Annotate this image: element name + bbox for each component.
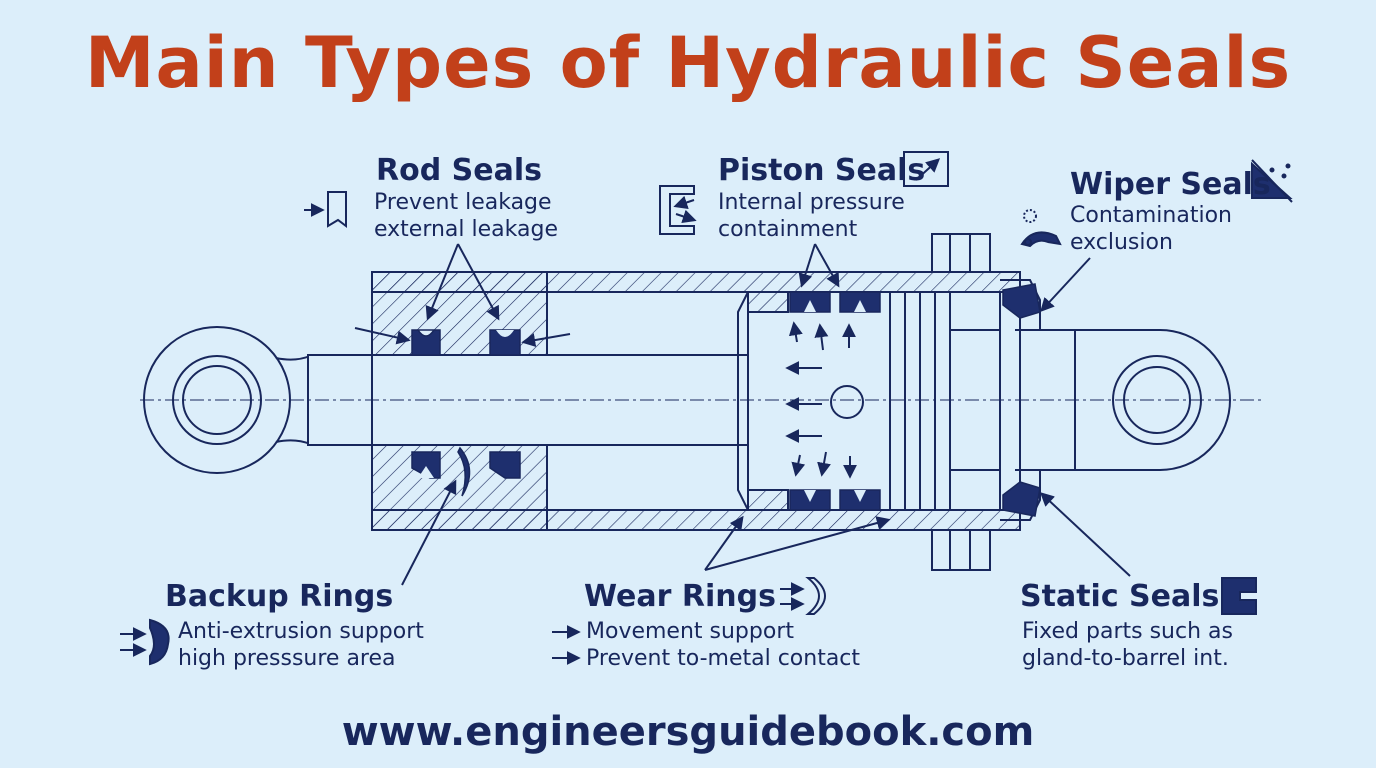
piston-seals-line-1: Internal pressure (718, 190, 905, 215)
desc-bullet-arrows (552, 625, 581, 665)
rod-seals-line-2: external leakage (374, 217, 558, 242)
rod-seals-line-1: Prevent leakage (374, 190, 552, 215)
backup-ring-icon (120, 618, 170, 666)
backup-ring-crescent (457, 446, 471, 497)
rod-seals-description: Prevent leakage external leakage (374, 189, 558, 243)
static-seals-heading: Static Seals (1020, 579, 1220, 614)
rod-seals-heading: Rod Seals (376, 153, 542, 188)
wiper-seals-description: Contamination exclusion (1070, 202, 1232, 256)
page-title: Main Types of Hydraulic Seals (84, 22, 1292, 104)
static-seal (1002, 481, 1041, 517)
tie-rod-bolt (931, 233, 991, 571)
contamination-icon (1020, 209, 1062, 248)
wear-rings-heading: Wear Rings (584, 579, 776, 614)
website-url: www.engineersguidebook.com (341, 709, 1035, 755)
static-seals-description: Fixed parts such as gland-to-barrel int. (1022, 618, 1233, 672)
backup-rings-heading: Backup Rings (165, 579, 394, 614)
backup-ring-left (411, 451, 441, 479)
wiper-seal (1002, 283, 1041, 319)
wear-rings-description: Movement support Prevent to-metal contac… (586, 618, 860, 672)
piston-seal-icon (659, 185, 697, 235)
wiper-seals-line-1: Contamination (1070, 203, 1232, 228)
piston-seals-heading: Piston Seals (718, 153, 926, 188)
backup-rings-description: Anti-extrusion support high presssure ar… (178, 618, 424, 672)
piston-seals-line-2: containment (718, 217, 858, 242)
rod-seal-icon (304, 191, 347, 228)
wear-ring-icon (780, 577, 826, 615)
backup-rings-line-1: Anti-extrusion support (178, 619, 424, 644)
backup-ring-right (489, 451, 521, 479)
wear-rings-line-2: Prevent to-metal contact (586, 646, 861, 671)
wiper-seals-heading: Wiper Seals (1070, 167, 1271, 202)
rod-seal-left (411, 329, 441, 356)
wiper-seals-line-2: exclusion (1070, 230, 1173, 255)
static-seal-icon (1221, 577, 1257, 615)
wiper-seal-icon (1251, 159, 1293, 203)
static-seals-line-2: gland-to-barrel int. (1022, 646, 1229, 671)
piston-seals-description: Internal pressure containment (718, 189, 905, 243)
static-seals-line-1: Fixed parts such as (1022, 619, 1233, 644)
expand-icon (903, 151, 949, 187)
backup-rings-line-2: high presssure area (178, 646, 396, 671)
wear-rings-line-1: Movement support (586, 619, 794, 644)
piston (737, 291, 1001, 511)
